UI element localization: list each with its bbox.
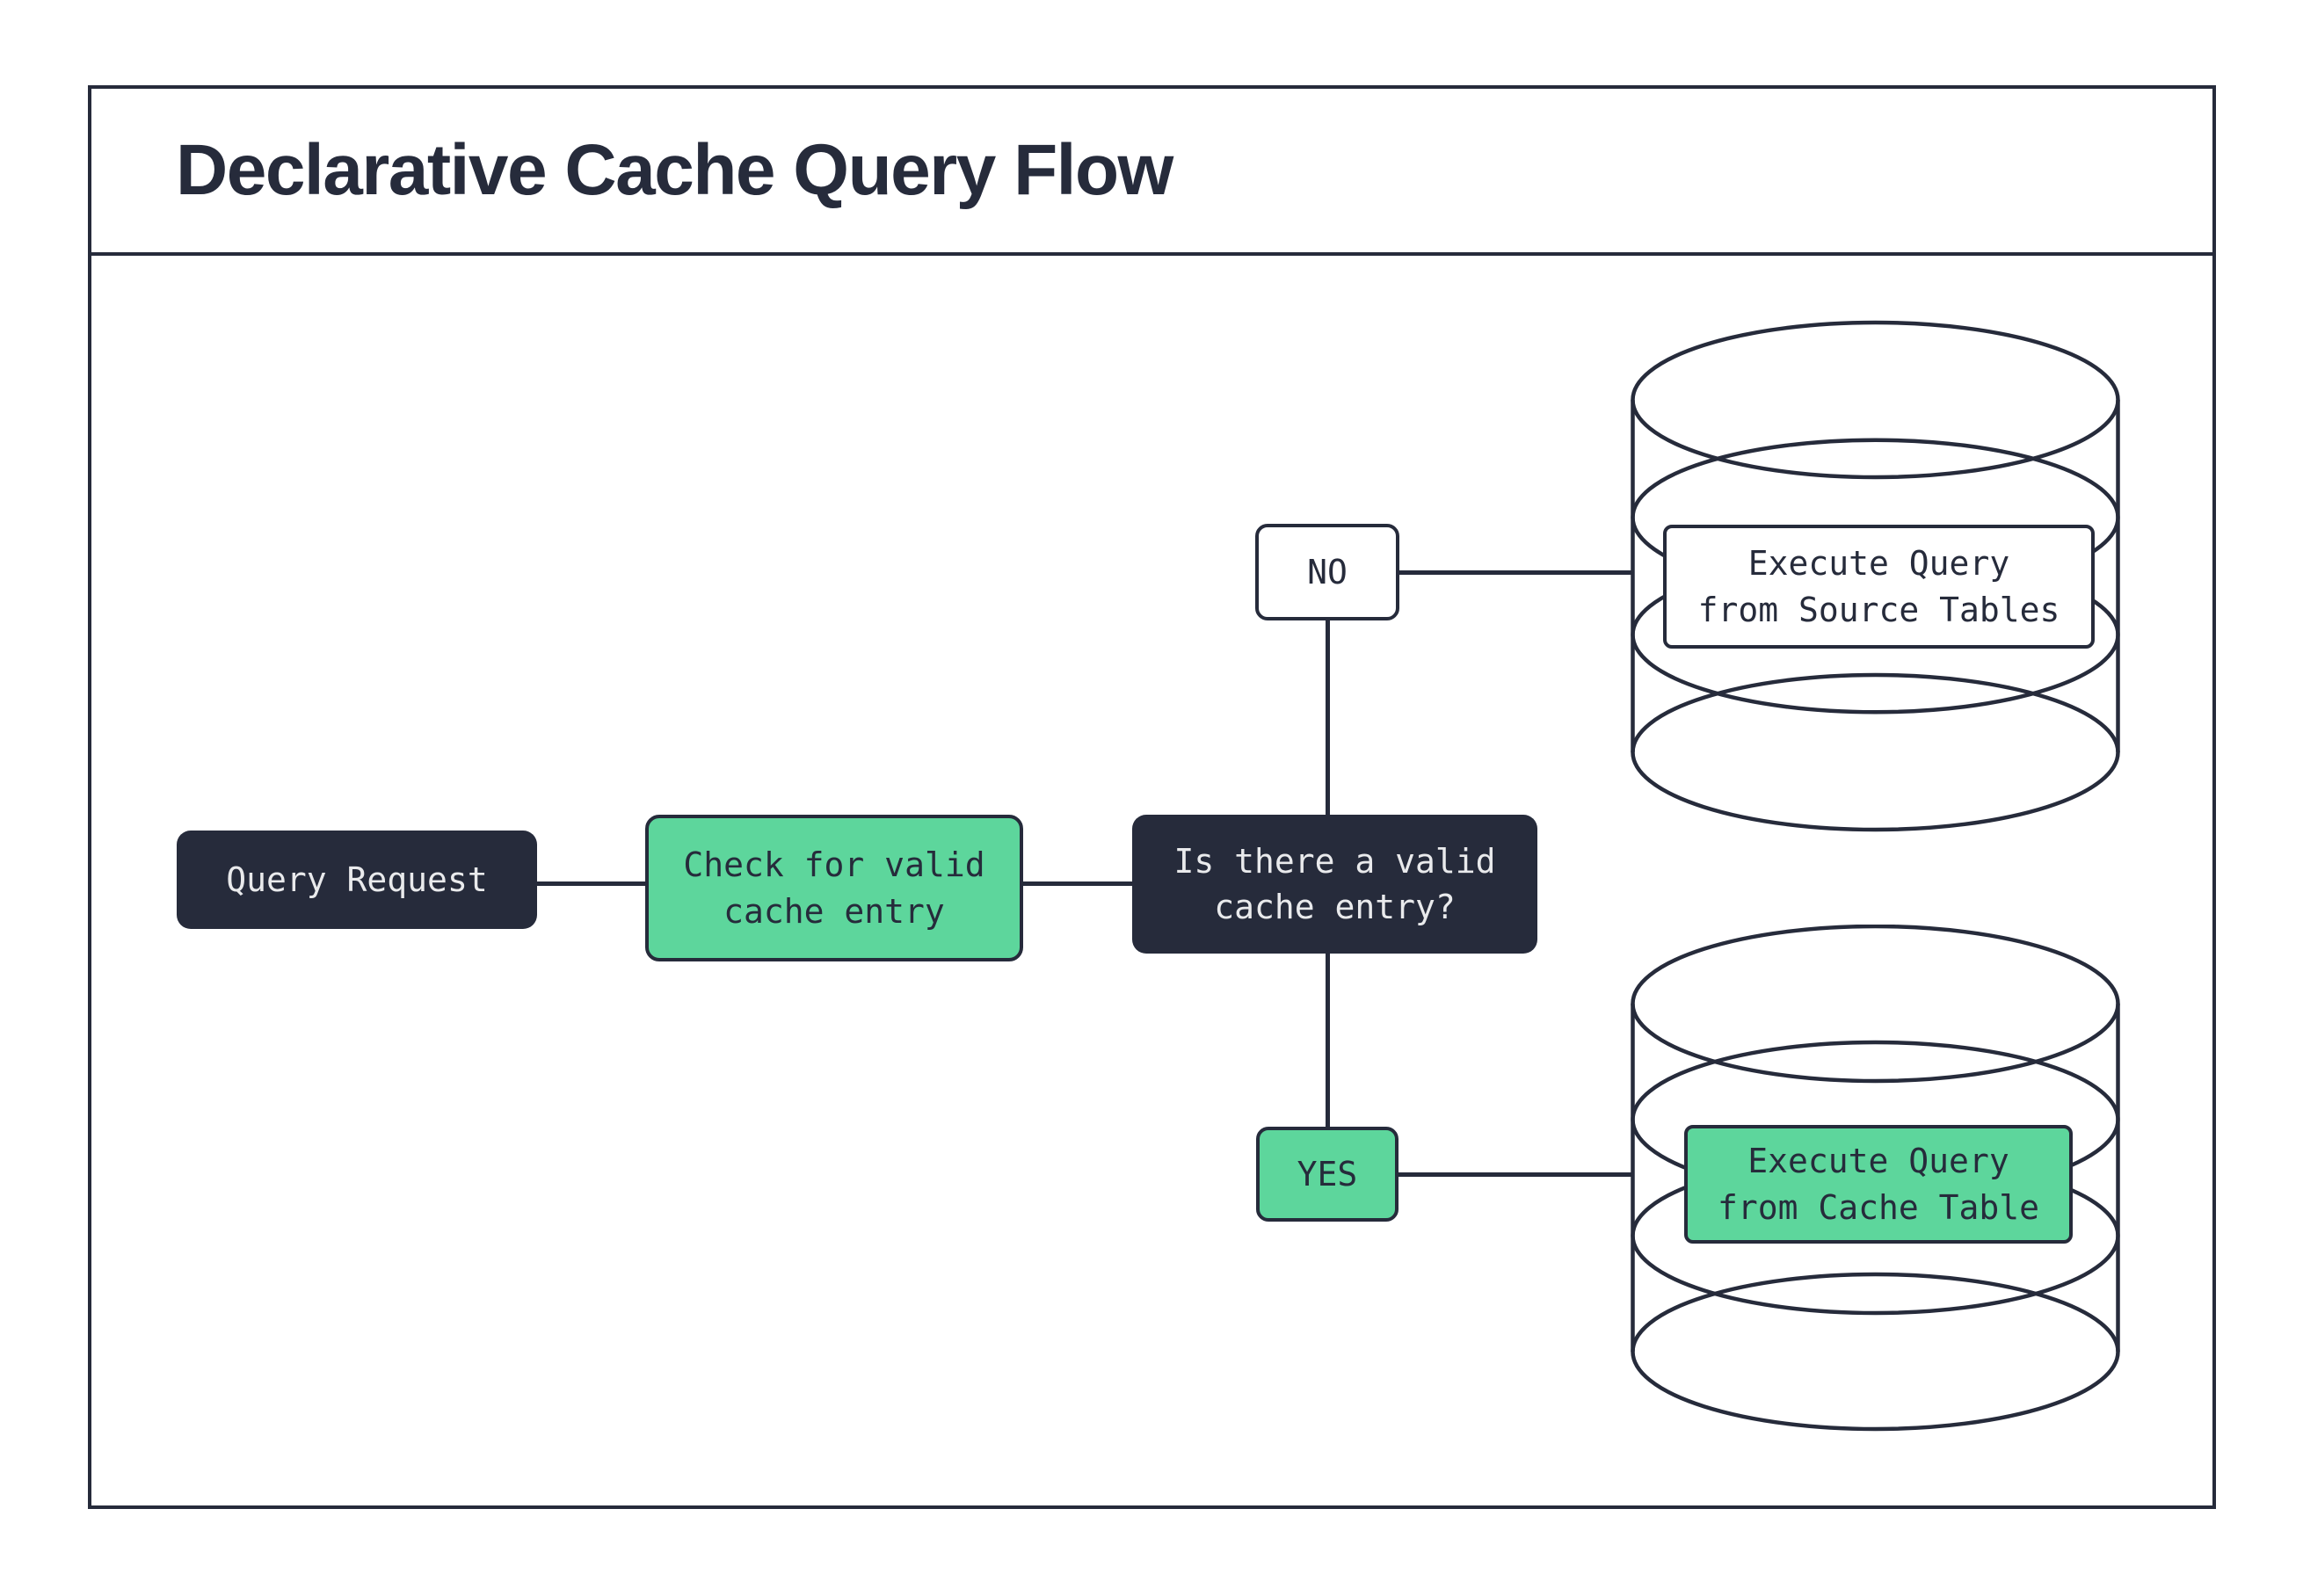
node-check-cache-line1: Check for valid [683,845,985,885]
db-source-label-line1: Execute Query [1747,544,2010,584]
branch-label-yes: YES [1256,1127,1399,1222]
branch-label-yes-text: YES [1297,1154,1358,1193]
title-bar: Declarative Cache Query Flow [91,89,2212,256]
db-cache-label: Execute Query from Cache Table [1684,1125,2073,1244]
connector-check-to-decision [1023,881,1132,886]
node-decision: Is there a valid cache entry? [1132,815,1537,954]
node-query-request-label: Query Request [226,860,488,899]
node-decision-line2: cache entry? [1214,888,1456,926]
db-cache-label-line2: from Cache Table [1717,1187,2040,1227]
connector-decision-to-no [1326,620,1330,815]
cache-database-icon [1631,925,2120,1432]
connector-query-to-check [537,881,645,886]
node-decision-line1: Is there a valid [1173,841,1496,881]
node-check-cache-line2: cache entry [723,891,945,931]
connector-decision-to-yes [1326,954,1330,1127]
node-check-cache: Check for valid cache entry [645,815,1023,961]
db-source-label-line2: from Source Tables [1697,590,2060,629]
connector-yes-to-cache-db [1399,1172,1633,1177]
node-query-request: Query Request [177,831,537,929]
diagram-title: Declarative Cache Query Flow [176,130,1173,210]
db-cache-label-line1: Execute Query [1747,1142,2009,1181]
branch-label-no: NO [1255,524,1399,620]
connector-no-to-source-db [1399,570,1633,575]
db-source-label: Execute Query from Source Tables [1663,525,2095,649]
branch-label-no-text: NO [1307,552,1348,591]
